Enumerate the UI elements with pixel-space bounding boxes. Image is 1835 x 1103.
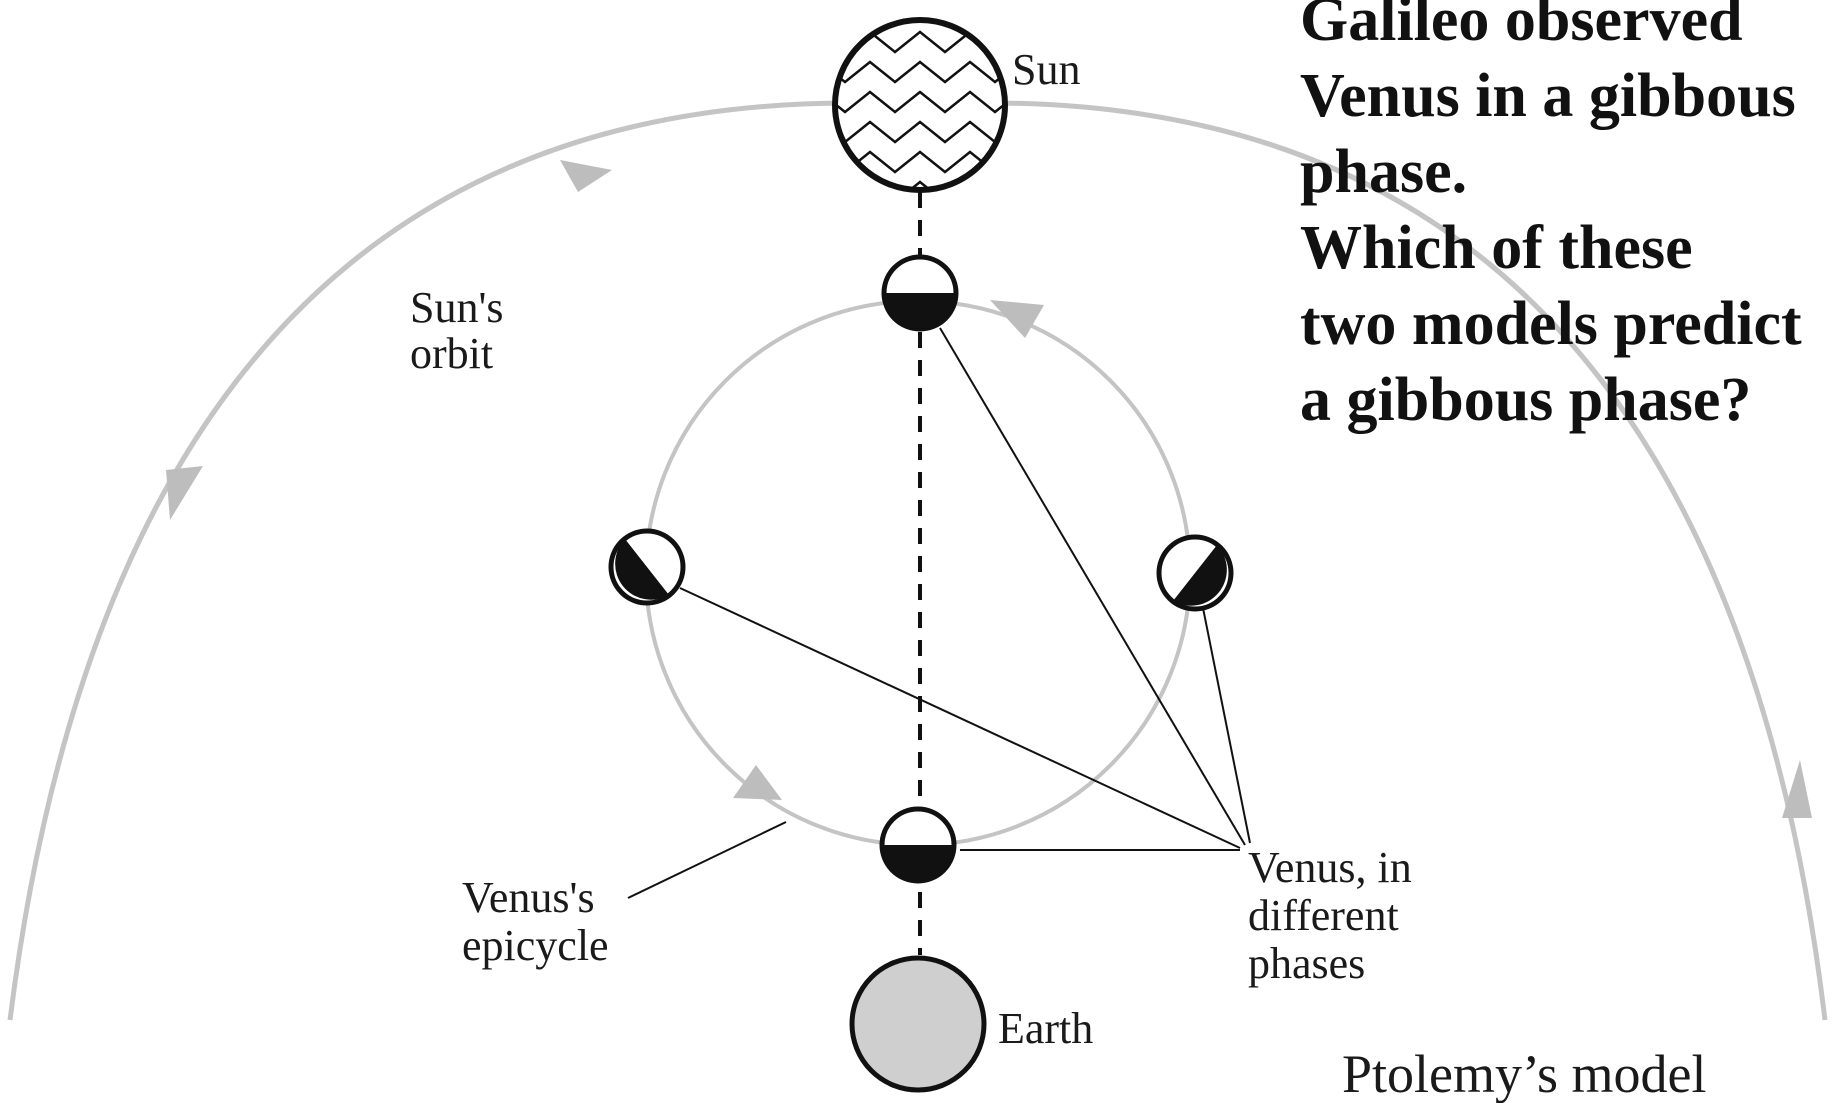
venus-left (611, 531, 683, 603)
suns-orbit-label-2: orbit (410, 329, 493, 378)
venus-bottom (882, 809, 954, 881)
question-line: Which of these (1300, 210, 1802, 286)
question-line: a gibbous phase? (1300, 362, 1802, 438)
epicycle-pointer-line (628, 822, 786, 898)
orbit-arrow-icon (560, 160, 612, 192)
earth-label: Earth (998, 1004, 1093, 1053)
suns-orbit-label-1: Sun's (410, 283, 504, 332)
venus-epicycle-label-2: epicycle (462, 921, 609, 970)
question-line: Galileo observed (1300, 0, 1802, 58)
sun (820, 20, 1020, 202)
venus-phases-label-1: Venus, in (1248, 843, 1412, 892)
model-caption: Ptolemy’s model (1342, 1044, 1707, 1103)
venus-top (884, 257, 956, 329)
epicycle-arrow-icon (733, 765, 782, 800)
venus-phases-label-2: different (1248, 891, 1399, 940)
question-line: Venus in a gibbous (1300, 58, 1802, 134)
earth (852, 958, 984, 1090)
sun-label: Sun (1012, 45, 1080, 94)
venus-phases-label-3: phases (1248, 939, 1365, 988)
orbit-arrow-icon (166, 466, 203, 520)
question-line: phase. (1300, 134, 1802, 210)
venus-epicycle-label-1: Venus's (462, 873, 595, 922)
question-text: Galileo observed Venus in a gibbous phas… (1300, 0, 1802, 438)
venus-right (1159, 537, 1231, 609)
question-line: two models predict (1300, 286, 1802, 362)
epicycle-arrow-icon (990, 300, 1044, 338)
